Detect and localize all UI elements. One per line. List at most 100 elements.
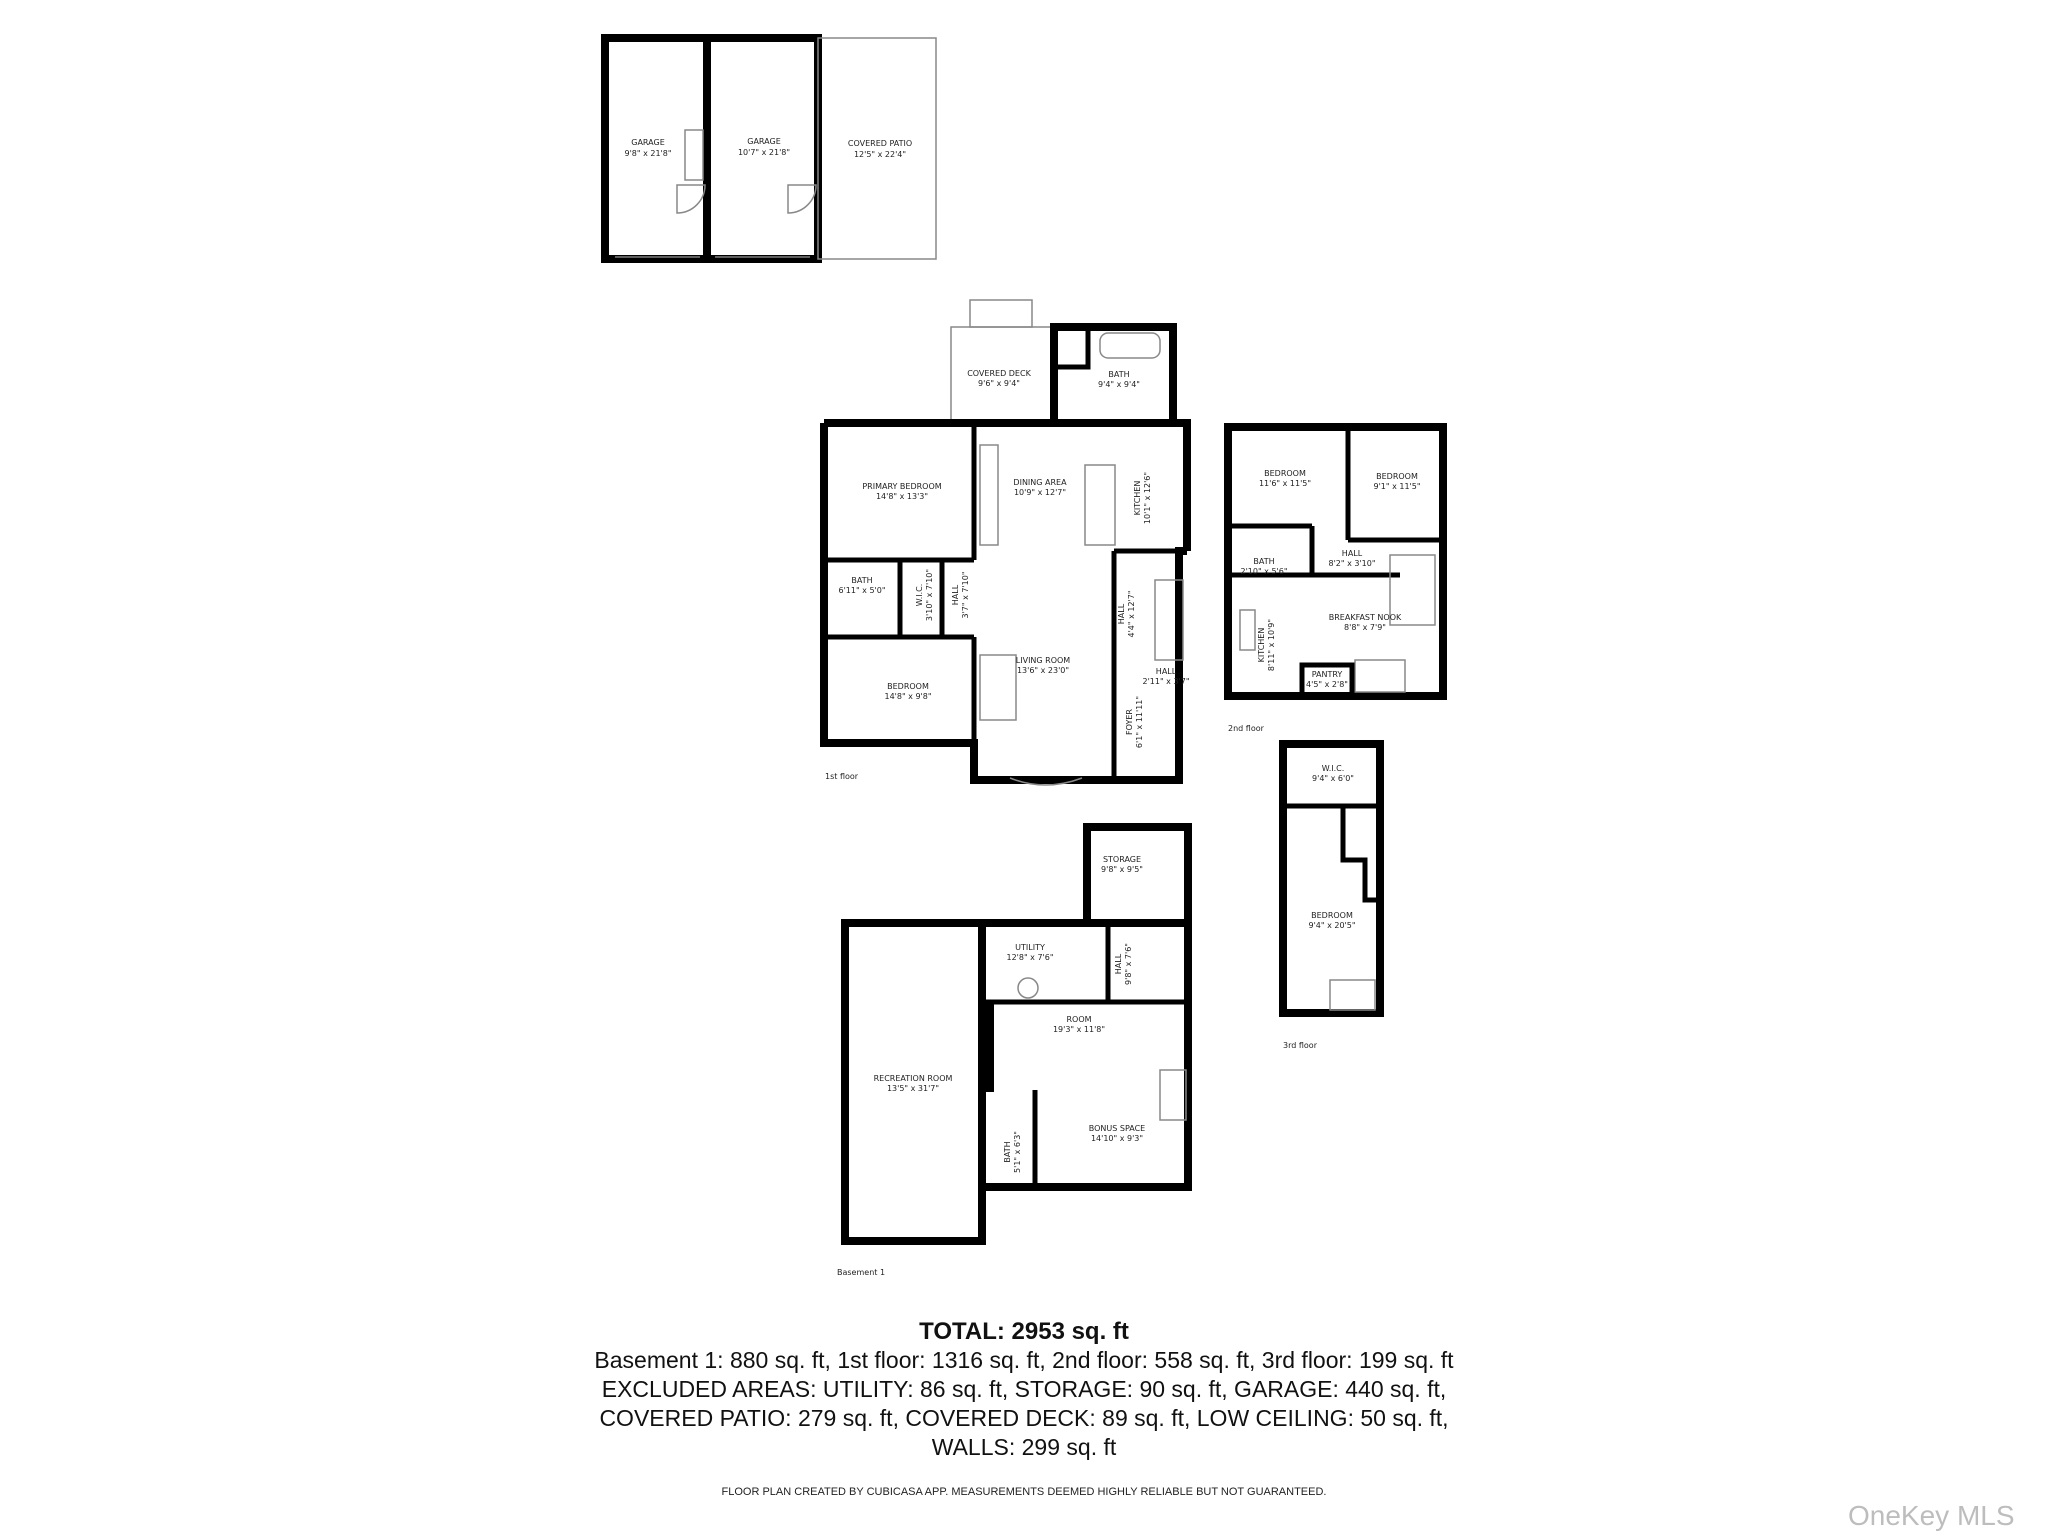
room-name: HALL (1156, 667, 1177, 676)
room-name: PRIMARY BEDROOM (862, 482, 941, 491)
room-dims: 6'1" x 11'11" (1135, 696, 1144, 748)
room-dims: 10'1" x 12'6" (1143, 472, 1152, 524)
room-name: KITCHEN (1257, 628, 1266, 663)
room-dims: 8'8" x 7'9" (1344, 623, 1386, 632)
room-dims: 9'8" x 21'8" (624, 149, 671, 158)
room-dims: 8'2" x 3'10" (1328, 559, 1375, 568)
floor-areas-line: Basement 1: 880 sq. ft, 1st floor: 1316 … (594, 1347, 1454, 1373)
stairs-icon (1154, 579, 1184, 661)
third-floor-outer-wall (1279, 740, 1384, 1017)
room-name: BATH (851, 576, 872, 585)
room-dims: 11'6" x 11'5" (1259, 479, 1311, 488)
stairs-icon (1354, 659, 1406, 693)
bathtub-icon (1099, 332, 1161, 359)
stairs-icon (1159, 1069, 1187, 1121)
closet-walls (1340, 806, 1380, 903)
room-name: BATH (1003, 1141, 1012, 1162)
door-swing-icon (676, 184, 706, 214)
room-label-pantry: PANTRY 4'5" x 2'8" (1306, 670, 1348, 689)
floor-label: 3rd floor (1283, 1041, 1318, 1050)
room-name: BEDROOM (887, 682, 929, 691)
walls-area-line: WALLS: 299 sq. ft (931, 1434, 1117, 1460)
storage-walls (1083, 823, 1192, 927)
room-dims: 9'8" x 7'6" (1124, 943, 1133, 985)
room-name: BATH (1253, 557, 1274, 566)
room-dims: 12'5" x 22'4" (854, 150, 906, 159)
stairs-icon (1329, 979, 1376, 1011)
room-dims: 4'5" x 2'8" (1306, 680, 1348, 689)
room-dims: 3'7" x 7'10" (961, 571, 970, 618)
room-name: BEDROOM (1376, 472, 1418, 481)
floor-label: 2nd floor (1228, 724, 1265, 733)
room-label-covered-deck: COVERED DECK 9'6" x 9'4" (967, 369, 1031, 388)
room-dims: 6'11" x 5'0" (838, 586, 885, 595)
room-name: ROOM (1066, 1015, 1091, 1024)
room-label-bonus-space: BONUS SPACE 14'10" x 9'3" (1089, 1124, 1145, 1143)
first-floor-top-wall (824, 419, 1191, 551)
room-dims: 9'4" x 20'5" (1308, 921, 1355, 930)
room-label-bath: BATH 2'10" x 5'6" (1240, 557, 1287, 576)
total-area: TOTAL: 2953 sq. ft (919, 1318, 1129, 1345)
room-name: FOYER (1125, 709, 1134, 735)
excluded-areas-line: COVERED PATIO: 279 sq. ft, COVERED DECK:… (599, 1405, 1449, 1431)
room-label-foyer: FOYER 6'1" x 11'11" (1125, 696, 1144, 748)
room-name: BATH (1108, 370, 1129, 379)
garage-building: GARAGE 9'8" x 21'8" GARAGE 10'7" x 21'8"… (601, 34, 937, 263)
room-label-recreation-room: RECREATION ROOM 13'5" x 31'7" (874, 1074, 953, 1093)
room-name: PANTRY (1312, 670, 1343, 679)
room-dims: 13'6" x 23'0" (1017, 666, 1069, 675)
room-name: COVERED DECK (967, 369, 1031, 378)
room-label-room: ROOM 19'3" x 11'8" (1053, 1015, 1105, 1034)
room-dims: 2'11" x 3'7" (1142, 677, 1189, 686)
room-dims: 19'3" x 11'8" (1053, 1025, 1105, 1034)
room-label-bath-small: BATH 6'11" x 5'0" (838, 576, 885, 595)
room-dims: 14'8" x 9'8" (884, 692, 931, 701)
room-label-kitchen: KITCHEN 10'1" x 12'6" (1133, 472, 1152, 524)
room-dims: 9'4" x 6'0" (1312, 774, 1354, 783)
room-label-garage-1: GARAGE 9'8" x 21'8" (624, 138, 671, 158)
fireplace-icon (979, 654, 1017, 721)
room-name: DINING AREA (1013, 478, 1067, 487)
room-name: HALL (1342, 549, 1363, 558)
room-label-hall: HALL 8'2" x 3'10" (1328, 549, 1375, 568)
floor-label: 1st floor (825, 772, 859, 781)
closet-walls (1051, 324, 1091, 370)
room-name: HALL (1117, 603, 1126, 624)
room-name: BONUS SPACE (1089, 1124, 1145, 1133)
room-dims: 14'10" x 9'3" (1091, 1134, 1143, 1143)
room-label-breakfast-nook: BREAKFAST NOOK 8'8" x 7'9" (1329, 613, 1402, 632)
room-label-hall: HALL 4'4" x 12'7" (1117, 590, 1136, 637)
room-dims: 12'8" x 7'6" (1006, 953, 1053, 962)
room-name: LIVING ROOM (1016, 656, 1071, 665)
room-name: BREAKFAST NOOK (1329, 613, 1402, 622)
room-name: W.I.C. (1322, 764, 1345, 773)
room-name: BEDROOM (1311, 911, 1353, 920)
room-label-dining-area: DINING AREA 10'9" x 12'7" (1013, 478, 1067, 497)
room-label-bath: BATH 5'1" x 6'3" (1003, 1131, 1022, 1173)
room-label-garage-2: GARAGE 10'7" x 21'8" (738, 137, 790, 157)
disclaimer: FLOOR PLAN CREATED BY CUBICASA APP. MEAS… (721, 1486, 1327, 1498)
room-name: GARAGE (747, 137, 781, 146)
stove-icon (1239, 609, 1256, 651)
room-name: RECREATION ROOM (874, 1074, 953, 1083)
floor-label: Basement 1 (837, 1268, 885, 1277)
room-label-wic: W.I.C. 3'10" x 7'10" (915, 569, 934, 621)
room-label-primary-bedroom: PRIMARY BEDROOM 14'8" x 13'3" (862, 482, 941, 501)
room-label-living-room: LIVING ROOM 13'6" x 23'0" (1016, 656, 1071, 675)
room-label-wic: W.I.C. 9'4" x 6'0" (1312, 764, 1354, 783)
room-label-kitchen: KITCHEN 8'11" x 10'9" (1257, 619, 1276, 671)
room-name: HALL (951, 584, 960, 605)
room-name: COVERED PATIO (848, 139, 912, 148)
first-floor-plan: COVERED DECK 9'6" x 9'4" BATH 9'4" x 9'4… (820, 299, 1191, 786)
third-floor-plan: W.I.C. 9'4" x 6'0" BEDROOM 9'4" x 20'5" … (1279, 740, 1384, 1050)
room-dims: 3'10" x 7'10" (925, 569, 934, 621)
basement-plan: STORAGE 9'8" x 9'5" UTILITY 12'8" x 7'6"… (837, 823, 1192, 1277)
room-name: BEDROOM (1264, 469, 1306, 478)
room-name: HALL (1114, 953, 1123, 974)
second-floor-plan: BEDROOM 11'6" x 11'5" BEDROOM 9'1" x 11'… (1224, 423, 1447, 733)
room-label-bedroom: BEDROOM 14'8" x 9'8" (884, 682, 931, 701)
room-dims: 4'4" x 12'7" (1127, 590, 1136, 637)
pantry-walls (1299, 662, 1355, 699)
